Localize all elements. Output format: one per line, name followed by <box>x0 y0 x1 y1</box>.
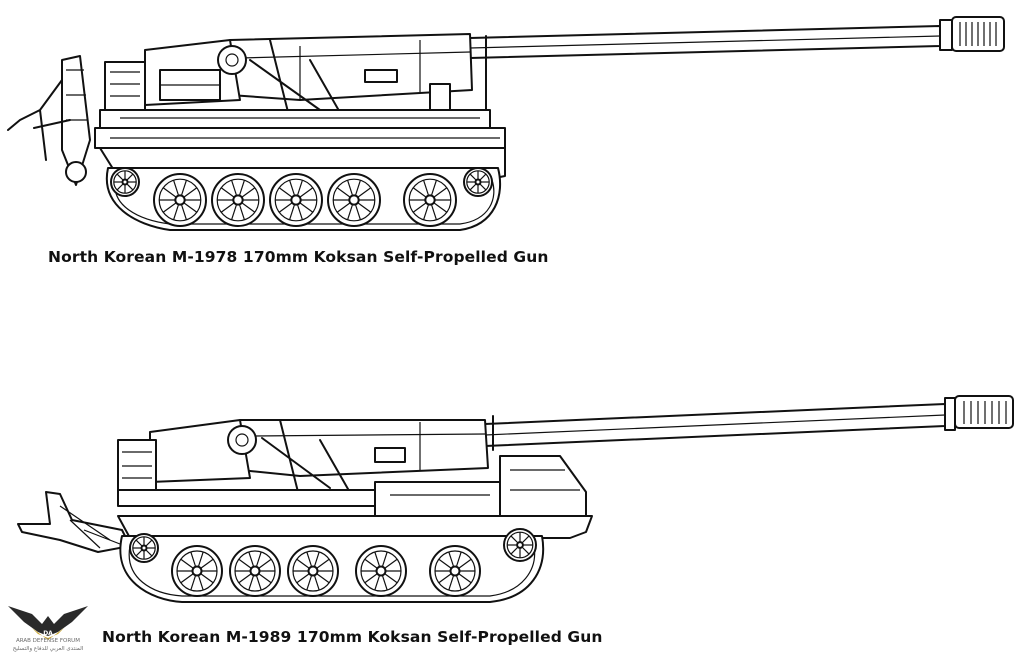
m1978-rear-spade <box>7 55 91 186</box>
m1978-road-wheels <box>110 167 493 227</box>
watermark-logo: DA ARAB DEFENSE FORUM المنتدى العربي للد… <box>2 598 94 660</box>
m1978-superstructure <box>94 39 506 149</box>
watermark-line2: المنتدى العربي للدفاع والتسليح <box>12 646 84 652</box>
m1978-caption: North Korean M-1978 170mm Koksan Self-Pr… <box>48 248 549 266</box>
svg-text:DA: DA <box>43 630 53 637</box>
m1989-barrel <box>484 395 1014 451</box>
m1989-caption: North Korean M-1989 170mm Koksan Self-Pr… <box>102 628 603 646</box>
m1989-rear-spade <box>17 491 131 553</box>
m1989-road-wheels <box>129 528 537 597</box>
eagle-logo-icon: DA <box>8 606 88 640</box>
watermark-line1: ARAB DEFENSE FORUM <box>16 638 80 644</box>
m1989-superstructure <box>117 419 587 517</box>
